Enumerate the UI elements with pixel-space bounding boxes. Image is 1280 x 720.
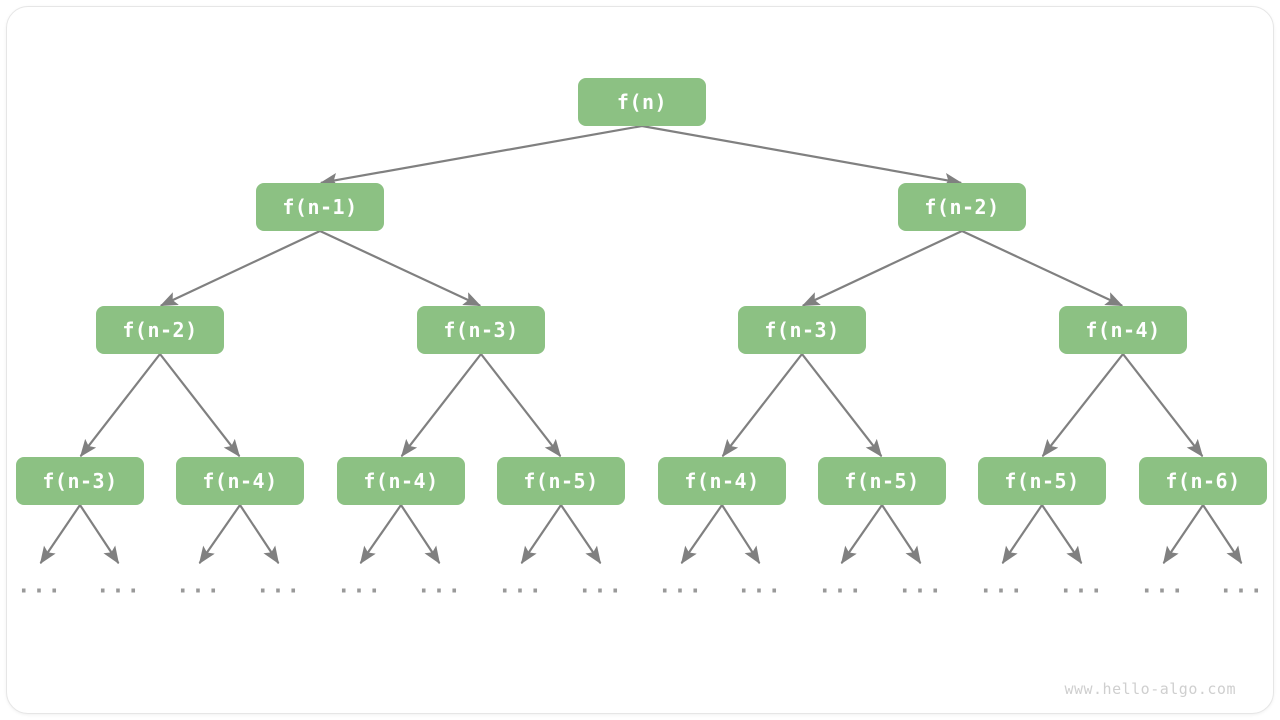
tree-node-n1: f(n-1) [256,183,384,231]
tree-node-n10: f(n-5) [497,457,625,505]
tree-node-n14: f(n-6) [1139,457,1267,505]
ellipsis-marker: ... [498,573,544,599]
ellipsis-marker: ... [658,573,704,599]
tree-node-n12: f(n-5) [818,457,946,505]
ellipsis-marker: ... [1059,573,1105,599]
tree-node-n13: f(n-5) [978,457,1106,505]
tree-node-n11: f(n-4) [658,457,786,505]
tree-node-n6: f(n-4) [1059,306,1187,354]
ellipsis-marker: ... [737,573,783,599]
ellipsis-marker: ... [979,573,1025,599]
ellipsis-marker: ... [1219,573,1265,599]
tree-node-n9: f(n-4) [337,457,465,505]
ellipsis-marker: ... [256,573,302,599]
ellipsis-marker: ... [417,573,463,599]
ellipsis-marker: ... [17,573,63,599]
ellipsis-marker: ... [818,573,864,599]
ellipsis-marker: ... [96,573,142,599]
tree-node-n7: f(n-3) [16,457,144,505]
ellipsis-marker: ... [578,573,624,599]
tree-node-n0: f(n) [578,78,706,126]
tree-node-n5: f(n-3) [738,306,866,354]
tree-node-n2: f(n-2) [898,183,1026,231]
tree-node-n4: f(n-3) [417,306,545,354]
tree-node-n8: f(n-4) [176,457,304,505]
ellipsis-marker: ... [1140,573,1186,599]
tree-node-n3: f(n-2) [96,306,224,354]
ellipsis-marker: ... [898,573,944,599]
ellipsis-marker: ... [337,573,383,599]
watermark: www.hello-algo.com [1064,680,1236,698]
ellipsis-marker: ... [176,573,222,599]
